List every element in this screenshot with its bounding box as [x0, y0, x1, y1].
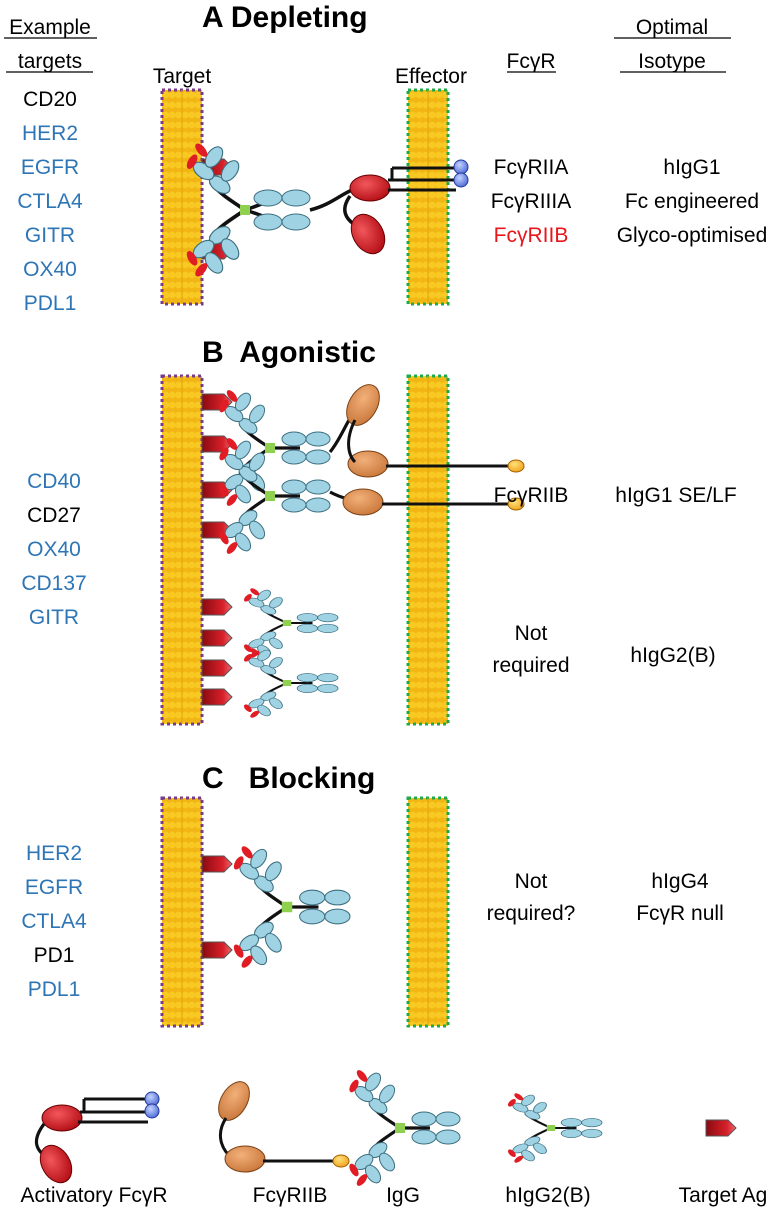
section-b-fcgr-2a: Not — [515, 622, 548, 645]
section-b-title: B Agonistic — [202, 336, 376, 369]
section-b-target-0: CD40 — [27, 470, 81, 493]
header-optimal-1: Optimal — [636, 16, 708, 39]
header-example-targets: Example targets — [4, 16, 97, 73]
igg-c — [232, 844, 350, 969]
effector-membrane-c — [406, 796, 450, 1028]
target-ag-b8 — [201, 688, 233, 706]
section-a-title: A Depleting — [202, 1, 368, 34]
legend-label-igg: IgG — [386, 1184, 420, 1207]
section-a-fcgr-1: FcγRIIIA — [491, 190, 572, 213]
legend-activatory-fcgr-icon — [34, 1091, 160, 1184]
section-b-target-3: CD137 — [21, 572, 86, 595]
target-membrane-c — [160, 796, 204, 1028]
legend-label-higg2b: hIgG2(B) — [505, 1184, 590, 1207]
section-a-fcgr-list: FcγRIIA FcγRIIIA FcγRIIB — [491, 156, 572, 247]
igg2b-b2 — [242, 647, 338, 719]
section-a-target-1: HER2 — [22, 122, 78, 145]
header-example-1: Example — [9, 16, 91, 39]
section-c-target-2: CTLA4 — [21, 910, 87, 933]
section-c-isotype-a: hIgG4 — [651, 870, 709, 893]
target-ag-c1 — [201, 855, 233, 873]
section-a-target-2: EGFR — [21, 156, 79, 179]
section-a-target-6: PDL1 — [24, 292, 77, 315]
target-ag-b6 — [201, 629, 233, 647]
legend-target-ag-icon — [705, 1119, 737, 1137]
header-target: Target — [153, 65, 212, 88]
target-membrane-b — [160, 374, 204, 726]
section-b-fcgr-1: FcγRIIB — [494, 484, 569, 507]
header-example-2: targets — [18, 50, 82, 73]
legend-label-target-ag: Target Ag — [679, 1184, 768, 1207]
section-b-target-4: GITR — [29, 606, 79, 629]
effector-membrane-a — [406, 88, 450, 306]
section-c-target-4: PDL1 — [28, 978, 81, 1001]
section-b-isotype-2: hIgG2(B) — [630, 644, 715, 667]
section-a-isotype-1: Fc engineered — [625, 190, 759, 213]
section-b-fcgr-2b: required — [492, 654, 569, 677]
legend: Activatory FcγR FcγRIIB IgG hIgG2(B) Tar… — [20, 1068, 767, 1207]
header-fcgr: FcγR — [507, 50, 556, 73]
section-c-target-0: HER2 — [26, 842, 82, 865]
section-c-target-3: PD1 — [34, 944, 75, 967]
section-c-target-1: EGFR — [25, 876, 83, 899]
section-b-target-2: OX40 — [27, 538, 81, 561]
section-a-target-4: GITR — [25, 224, 75, 247]
target-ag-c2 — [201, 941, 233, 959]
legend-fcgriib-icon — [218, 1081, 350, 1173]
target-membrane-a — [160, 88, 204, 306]
target-ag-b5 — [201, 598, 233, 616]
section-b-lower-complex — [201, 587, 338, 719]
section-b-target-1: CD27 — [27, 504, 81, 527]
section-a-target-5: OX40 — [23, 258, 77, 281]
section-a-fcgr-2: FcγRIIB — [494, 224, 569, 247]
effector-membrane-b — [406, 374, 450, 726]
header-effector: Effector — [395, 65, 467, 88]
section-a-target-0: CD20 — [23, 88, 77, 111]
section-a-fcgr-0: FcγRIIA — [494, 156, 569, 179]
section-a-isotype-2: Glyco-optimised — [617, 224, 768, 247]
section-c-fcgr-b: required? — [487, 902, 576, 925]
section-a-target-3: CTLA4 — [17, 190, 83, 213]
section-c-complex — [201, 844, 350, 969]
section-b-isotype-1: hIgG1 SE/LF — [615, 484, 736, 507]
target-ag-b7 — [201, 659, 233, 677]
legend-igg-icon — [347, 1068, 460, 1187]
legend-higg2b-icon — [506, 1092, 602, 1164]
section-c-fcgr-a: Not — [515, 870, 548, 893]
section-a-complex — [182, 139, 469, 281]
section-c-isotype-b: FcγR null — [636, 902, 724, 925]
igg2b-b1 — [242, 587, 338, 659]
section-b-upper-complex — [201, 384, 525, 556]
header-optimal-2: Isotype — [638, 50, 706, 73]
section-c-title: C Blocking — [202, 762, 375, 795]
legend-label-activatory: Activatory FcγR — [20, 1184, 167, 1207]
section-a-isotype-0: hIgG1 — [663, 156, 720, 179]
legend-label-fcgriib: FcγRIIB — [253, 1184, 328, 1207]
